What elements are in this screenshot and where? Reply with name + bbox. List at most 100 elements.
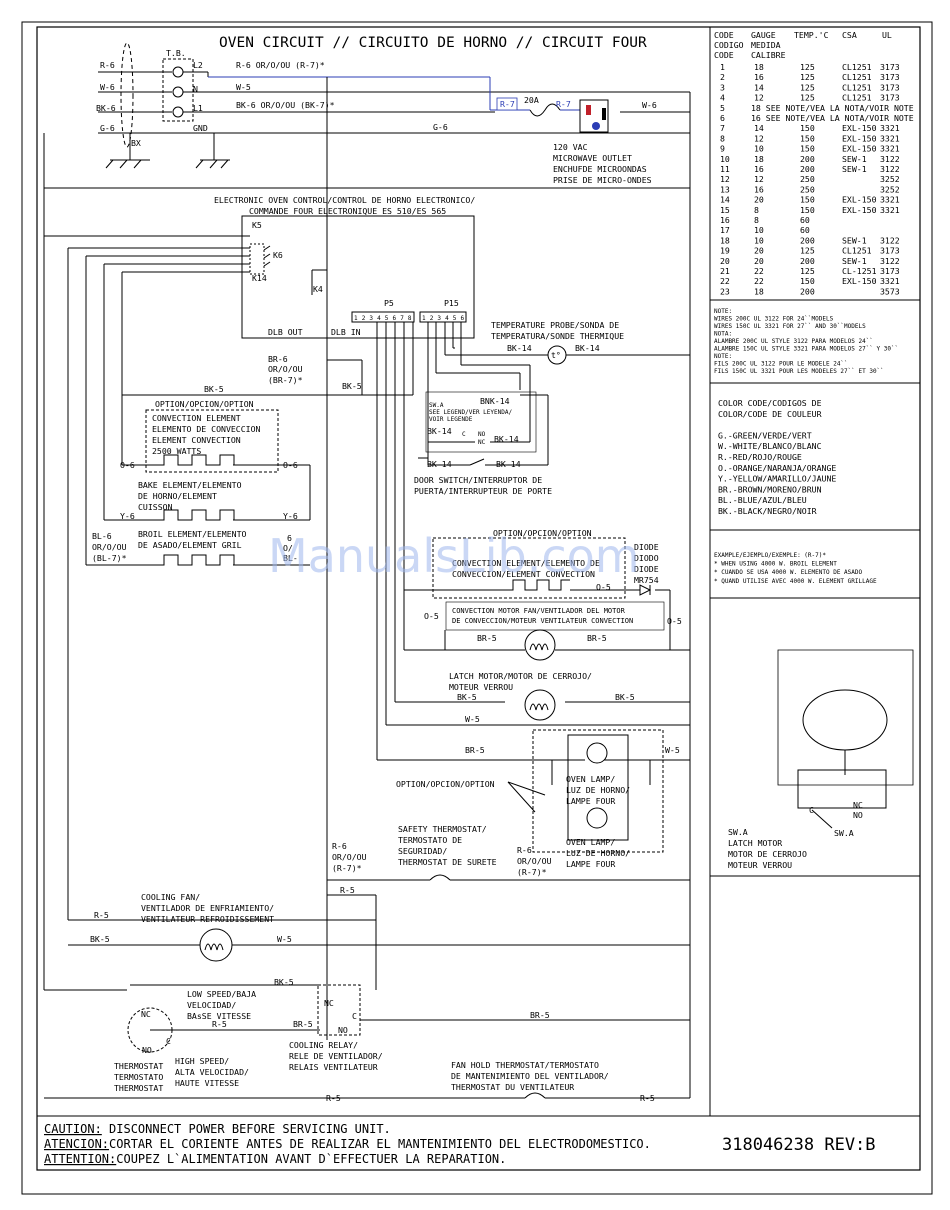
wire-r6-left-or: OR/O/OU — [332, 852, 367, 862]
oven-lamp-2-label-1: OVEN LAMP/ — [566, 837, 615, 847]
note-line: ALAMBRE 200C UL STYLE 3122 PARA MODELOS … — [714, 338, 873, 345]
cooling-relay-label-1: COOLING RELAY/ — [289, 1040, 358, 1050]
p5-pin: 1 — [354, 315, 358, 322]
table-cell: 20 — [754, 256, 764, 266]
safety-thermostat-symbol — [429, 874, 451, 881]
convection-element-symbol — [152, 454, 243, 466]
table-cell: 12 — [754, 133, 764, 143]
thermostat-label-1: THERMOSTAT — [114, 1061, 163, 1071]
table-cell: 3122 — [880, 235, 900, 245]
caution-text-1: DISCONNECT POWER BEFORE SERVICING UNIT. — [102, 1122, 391, 1136]
wire-label-w6: W-6 — [100, 82, 115, 92]
high-speed-label-2: ALTA VELOCIDAD/ — [175, 1067, 249, 1077]
table-subheader-2a: CODE — [714, 50, 734, 60]
wire-o6-right: O-6 — [283, 460, 298, 470]
wire-br5-relay: BR-5 — [293, 1019, 313, 1029]
table-cell: 150 — [800, 195, 815, 205]
wire-r7-label: R-7 — [500, 99, 515, 109]
bake-label-2: DE HORNO/ELEMENT — [138, 491, 217, 501]
dlb-in-label: DLB IN — [331, 327, 361, 337]
table-cell: SEW-1 — [842, 235, 867, 245]
wire-gnd-label: G-6 — [433, 122, 448, 132]
wire-br5-lamp: BR-5 — [465, 745, 485, 755]
legend-text-3: MOTOR DE CERROJO — [728, 849, 807, 859]
cooling-relay-label-3: RELAIS VENTILATEUR — [289, 1062, 378, 1072]
wire-r6-right: R-6 — [517, 845, 532, 855]
table-cell: 3321 — [880, 123, 900, 133]
wire-bl7-label: (BL-7)* — [92, 553, 127, 563]
note-line: FILS 150C UL 3321 POUR LES MODELES 27`` … — [714, 368, 884, 375]
wire-w5-fan: W-5 — [277, 934, 292, 944]
table-cell: 18 — [754, 154, 764, 164]
note-line: WIRES 150C UL 3321 FOR 27`` AND 30``MODE… — [714, 323, 866, 330]
table-cell: 22 — [754, 266, 764, 276]
p5-pin: 5 — [385, 315, 389, 322]
wire-y6-right: Y-6 — [283, 511, 298, 521]
diode-symbol — [639, 584, 652, 596]
wire-bl6-or: OR/O/OU — [92, 542, 127, 552]
broil-label-2: DE ASADO/ELEMENT GRIL — [138, 540, 242, 550]
probe-wire-bk14b: BK-14 — [575, 343, 600, 353]
table-cell: 14 — [754, 82, 764, 92]
switch-box — [425, 391, 537, 453]
table-cell: 16 SEE NOTE/VEA LA NOTA/VOIR NOTE — [751, 113, 914, 123]
cable-sheath — [120, 42, 134, 148]
terminal-l1 — [172, 106, 184, 118]
example-block: EXAMPLE/EJEMPLO/EXEMPLE: (R-7)** WHEN US… — [714, 552, 877, 585]
color-code-line: G.-GREEN/VERDE/VERT — [718, 430, 812, 440]
table-cell: 17 — [720, 225, 730, 235]
p5-pin: 4 — [377, 315, 381, 322]
table-cell: 250 — [800, 174, 815, 184]
table-cell: 16 — [754, 72, 764, 82]
caution-line-1: CAUTION: DISCONNECT POWER BEFORE SERVICI… — [44, 1122, 391, 1136]
wire-bk5-latch-2: BK-5 — [615, 692, 635, 702]
wire-bl6-right-2: O/ — [283, 543, 293, 553]
control-title-2: COMMANDE FOUR ELECTRONIQUE ES 510/ES 565 — [249, 206, 446, 216]
p15-pin: 1 — [422, 315, 426, 322]
table-cell: 4 — [720, 93, 725, 103]
wire-br7-label: (BR-7)* — [268, 375, 303, 385]
table-cell: 10 — [754, 144, 764, 154]
table-cell: 15 — [720, 205, 730, 215]
caution-key-3: ATTENTION: — [44, 1152, 116, 1166]
example-line: * CUANDO SE USA 4000 W. ELEMENTO DE ASAD… — [714, 569, 862, 576]
cooling-relay-symbol — [317, 984, 361, 1036]
table-cell: 3173 — [880, 62, 900, 72]
cooling-fan-label-1: COOLING FAN/ — [141, 892, 200, 902]
conv-element-label-1: CONVECTION ELEMENT — [152, 413, 241, 423]
legend-text-2: LATCH MOTOR — [728, 838, 782, 848]
table-cell: 16 — [754, 184, 764, 194]
conv-element2-label-1: CONVECTION ELEMENT/ELEMENTO DE — [452, 558, 600, 568]
p5-pin: 2 — [362, 315, 366, 322]
high-speed-label-1: HIGH SPEED/ — [175, 1056, 229, 1066]
table-cell: 10 — [754, 235, 764, 245]
table-cell: 3321 — [880, 195, 900, 205]
table-cell: 150 — [800, 133, 815, 143]
oven-lamp-1-label-2: LUZ DE HORNO/ — [566, 785, 630, 795]
wire-bl6-label: BL-6 — [92, 531, 112, 541]
control-title-1: ELECTRONIC OVEN CONTROL/CONTROL DE HORNO… — [214, 195, 475, 205]
table-cell: CL1251 — [842, 93, 872, 103]
conv-motor-label-2: DE CONVECCION/MOTEUR VENTILATEUR CONVECT… — [452, 617, 633, 625]
conv-motor-box — [445, 601, 665, 631]
table-cell: 18 SEE NOTE/VEA LA NOTA/VOIR NOTE — [751, 103, 914, 113]
oven-lamp-2-symbol — [586, 807, 608, 829]
door-switch-symbol — [469, 458, 485, 466]
watermark: ManualsLib.com — [268, 529, 640, 583]
door-switch-label-1: DOOR SWITCH/INTERRUPTOR DE — [414, 475, 542, 485]
legend-swa: SW.A — [834, 828, 854, 838]
table-cell: 12 — [720, 174, 730, 184]
wire-n-label: W-5 — [236, 82, 251, 92]
table-cell: 19 — [720, 246, 730, 256]
thermostat-label-2: TERMOSTATO — [114, 1072, 163, 1082]
table-cell: 2 — [720, 72, 725, 82]
sw-a-legend: SEE LEGEND/VER LEYENDA/ — [429, 409, 512, 416]
switch-nc: NC — [478, 439, 486, 446]
wire-bl6-right-1: 6 — [287, 533, 292, 543]
note-line: FILS 200C UL 3122 POUR LE MODELE 24`` — [714, 361, 848, 368]
diode-label-1: DIODE — [634, 542, 659, 552]
note-line: WIRES 200C UL 3122 FOR 24``MODELS — [714, 316, 834, 323]
temp-probe-label-1: TEMPERATURE PROBE/SONDA DE — [491, 320, 619, 330]
